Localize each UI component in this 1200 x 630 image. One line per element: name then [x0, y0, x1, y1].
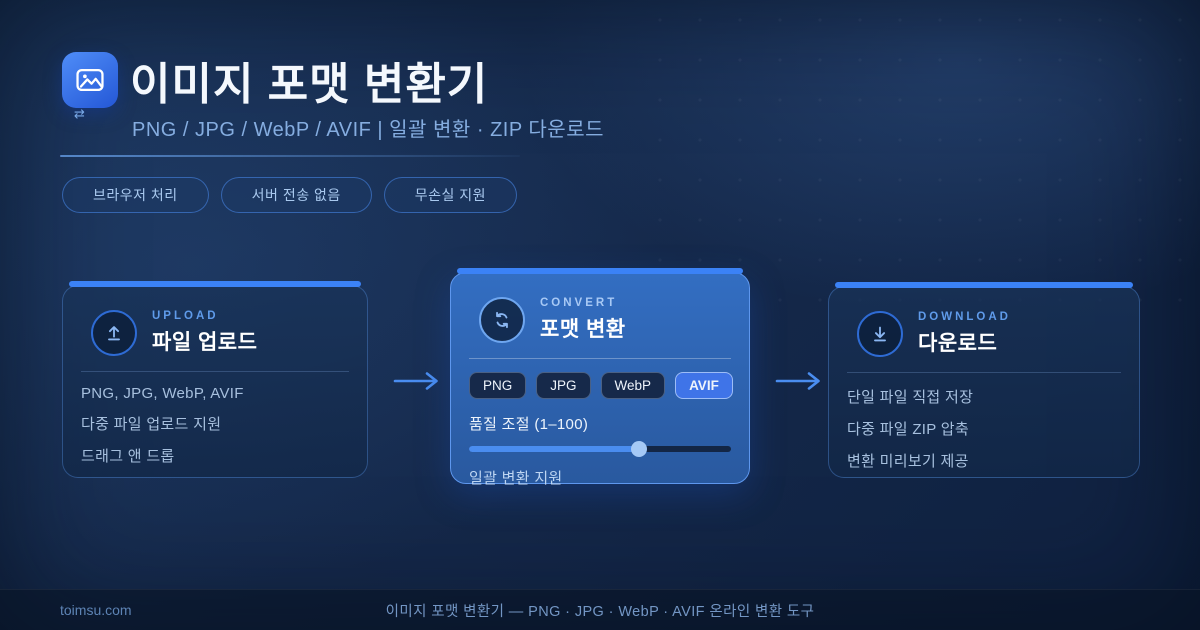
arrow-right-icon: [393, 372, 438, 390]
convert-footnote: 일괄 변환 지원: [469, 470, 563, 487]
badge-browser-processing: 브라우저 처리: [62, 177, 209, 213]
upload-title: 파일 업로드: [152, 331, 258, 354]
convert-card: CONVERT 포맷 변환 PNG JPG WebP AVIF 품질 조절 (1…: [450, 268, 750, 487]
card-divider: [81, 371, 349, 372]
swap-arrows-icon: ⇄: [74, 106, 85, 121]
download-card: DOWNLOAD 다운로드 단일 파일 직접 저장 다중 파일 ZIP 압축 변…: [828, 282, 1140, 478]
download-card-header: DOWNLOAD 다운로드: [857, 311, 1121, 357]
feature-line: 단일 파일 직접 저장: [847, 389, 974, 406]
page-subtitle: PNG / JPG / WebP / AVIF | 일괄 변환 · ZIP 다운…: [132, 119, 604, 141]
convert-card-header: CONVERT 포맷 변환: [479, 297, 731, 343]
footer: toimsu.com 이미지 포맷 변환기 — PNG · JPG · WebP…: [0, 589, 1200, 630]
format-chip-row: PNG JPG WebP AVIF: [469, 372, 733, 399]
badge-no-server-upload: 서버 전송 없음: [220, 177, 372, 213]
upload-icon: [91, 310, 137, 356]
feature-line: 변환 미리보기 제공: [847, 453, 969, 470]
feature-line: 드래그 앤 드롭: [81, 448, 175, 465]
card-divider: [847, 372, 1121, 373]
quality-label: 품질 조절 (1–100): [469, 416, 589, 433]
app-logo-icon: [62, 52, 118, 108]
header-divider: [60, 155, 520, 157]
card-accent-bar: [69, 281, 361, 287]
feature-line: 다중 파일 업로드 지원: [81, 416, 222, 433]
upload-card: UPLOAD 파일 업로드 PNG, JPG, WebP, AVIF 다중 파일…: [62, 281, 368, 478]
feature-line: 다중 파일 ZIP 압축: [847, 421, 969, 438]
format-chip-png[interactable]: PNG: [469, 372, 527, 399]
card-accent-bar: [457, 268, 743, 274]
convert-title: 포맷 변환: [540, 318, 626, 341]
badge-row: 브라우저 처리 서버 전송 없음 무손실 지원: [62, 177, 518, 213]
convert-icon: [479, 297, 525, 343]
site-domain-link[interactable]: toimsu.com: [60, 602, 132, 618]
quality-slider-thumb[interactable]: [631, 441, 648, 457]
quality-slider[interactable]: [469, 441, 731, 457]
card-accent-bar: [835, 282, 1133, 288]
download-eyebrow: DOWNLOAD: [918, 311, 1011, 323]
format-chip-avif[interactable]: AVIF: [675, 372, 733, 399]
badge-lossless-support: 무손실 지원: [383, 177, 518, 213]
format-chip-jpg[interactable]: JPG: [536, 372, 591, 399]
upload-eyebrow: UPLOAD: [152, 310, 219, 322]
card-divider: [469, 358, 731, 359]
format-chip-webp[interactable]: WebP: [600, 372, 666, 399]
download-title: 다운로드: [918, 332, 998, 355]
download-icon: [857, 311, 903, 357]
convert-eyebrow: CONVERT: [540, 297, 618, 309]
quality-slider-fill: [469, 446, 640, 452]
page-title: 이미지 포맷 변환기: [130, 60, 489, 109]
feature-line: PNG, JPG, WebP, AVIF: [81, 385, 244, 402]
footer-tagline: 이미지 포맷 변환기 — PNG · JPG · WebP · AVIF 온라인…: [385, 603, 815, 620]
upload-card-header: UPLOAD 파일 업로드: [91, 310, 349, 356]
image-icon: [76, 68, 104, 92]
arrow-right-icon: [775, 372, 820, 390]
